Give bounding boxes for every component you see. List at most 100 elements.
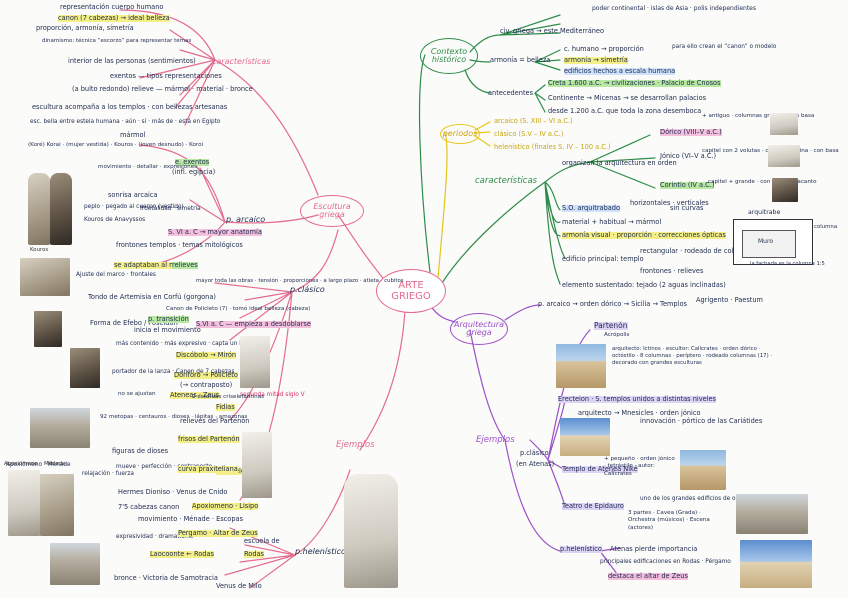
- esc-text-38: Ateneas · Zeus: [170, 391, 220, 399]
- branch-contexto: Contexto histórico: [420, 38, 478, 74]
- diagram-col-label: columna: [814, 224, 838, 230]
- arq-text-43: uno de los grandes edificios de ocio: [640, 496, 744, 502]
- branch-ejemplos-arquitectura: Ejemplos: [476, 435, 515, 445]
- link-ctx-1: [469, 14, 561, 53]
- apoxiomeno-photo: [8, 470, 40, 536]
- link-arq-arcaico: [504, 304, 541, 321]
- arq-text-39: Templo de Atenea Niké: [562, 465, 638, 473]
- esc-text-37: no se ajustan: [118, 391, 156, 397]
- discobolo-photo: [70, 348, 100, 388]
- arq-text-40: + pequeño · orden jónico · tetrástilo · …: [604, 456, 675, 477]
- parthenon-photo: [556, 344, 606, 388]
- arq-text-42: 3 partes · Cavea (Grada) · Orchestra (mú…: [628, 510, 710, 531]
- esc-text-2: canon (7 cabezas) → ideal belleza: [58, 14, 170, 22]
- arq-text-36: Erecteion · S. templos unidos a distinta…: [558, 395, 716, 403]
- diagram-title: arquitrabe: [748, 209, 781, 216]
- esc-text-25: Canon de Policleto (7) · tomó ideal bell…: [166, 306, 311, 312]
- arq-text-37: arquitecto → Mnesicles · orden jónico: [578, 409, 701, 417]
- arq-text-16: Dórico (VIII–V a.C.): [660, 128, 722, 136]
- column-diagram: Muro: [733, 219, 813, 265]
- branch-arquitectura-line1: Arquitectura: [454, 319, 504, 329]
- arq-text-3: c. humano → proporción: [564, 45, 644, 53]
- esc-text-14: movimiento · detallar · expresiones: [98, 164, 198, 170]
- esc-text-46: Hermes Dioniso · Venus de Cnido: [118, 488, 228, 496]
- link-p-helen-esc: [294, 469, 351, 556]
- arq-text-23: horizontales · verticales: [630, 199, 709, 207]
- esc-text-4: dinamismo: técnica “escorzo” para repres…: [42, 38, 192, 44]
- atenea-nike-photo: [680, 450, 726, 490]
- link-ejemplos-esc: [359, 310, 406, 451]
- esc-text-52: Apoxiómeno · Ménade: [6, 462, 71, 468]
- menade-photo: [40, 474, 74, 536]
- esc-text-60: Venus de Milo: [216, 582, 262, 590]
- esc-text-10: mármol: [120, 131, 146, 139]
- link-helen-list: [224, 527, 296, 589]
- relief-photo: [20, 258, 70, 296]
- branch-caracteristicas: características: [475, 176, 538, 186]
- frieze-photo: [30, 408, 90, 448]
- esc-text-22: relieves: [172, 261, 198, 269]
- link-periodos: [437, 132, 448, 279]
- arq-text-9: Continente → Micenas → se desarrollan pa…: [548, 94, 707, 102]
- esc-text-24: mayor toda las obras · tensión · proporc…: [196, 278, 404, 284]
- diagram-side-label: la fachada es la columna 1:5: [750, 261, 825, 267]
- arq-text-35: arquitecto: Ictinos · escultor: Calícrat…: [612, 346, 773, 366]
- arq-text-38: innovación · pórtico de las Cariátides: [640, 417, 763, 425]
- arq-text-29: frontones · relieves: [640, 267, 704, 275]
- center-node: ARTE GRIEGO: [376, 269, 446, 313]
- arq-text-30: elemento sustentado: tejado (2 aguas inc…: [562, 281, 726, 289]
- esc-text-55: Pergamo · Altar de Zeus: [178, 529, 258, 537]
- arq-text-4: armonía → simetría: [564, 56, 628, 64]
- node-p-helenistico-esc: p.helenístico: [295, 547, 346, 556]
- link-caracteristicas: [441, 181, 546, 284]
- arq-text-33: Partenón: [594, 321, 628, 330]
- arq-text-5: edificios hechos a escala humana: [564, 67, 676, 75]
- esc-text-58: Rodas: [244, 550, 264, 558]
- arq-text-8: Creta 1.600 a.C. → civilizaciones · Pala…: [548, 79, 721, 87]
- arq-text-24: sin curvas: [670, 204, 704, 212]
- arq-text-32: Agrigento · Paestum: [696, 296, 763, 304]
- esc-text-44: figuras de dioses: [112, 447, 169, 455]
- link-ctx-2: [469, 49, 561, 71]
- link-caract-list: [119, 9, 216, 126]
- branch-periodos: periodos: [440, 124, 480, 144]
- praxiteles-photo: [242, 432, 272, 498]
- esc-text-50: Apoxiomeno · Lisipo: [192, 502, 259, 510]
- branch-escultura: Escultura griega: [300, 195, 364, 227]
- venus-milo-photo: [344, 474, 398, 588]
- esc-text-53: relajación · fuerza: [82, 471, 134, 477]
- arq-text-2: poder continental · islas de Asia · poli…: [592, 5, 756, 12]
- esc-text-18: frontalidad · simetría: [140, 206, 201, 212]
- esc-text-26: Tondo de Artemisia en Corfú (gorgona): [88, 293, 216, 301]
- arq-text-6: armonía = belleza: [490, 56, 551, 64]
- esc-text-42: relieves del Partenón: [180, 417, 250, 425]
- arq-text-12: arcaico (S. XIII – VI a.C.): [494, 117, 573, 125]
- branch-arquitectura: Arquitectura griega: [450, 313, 508, 345]
- esc-text-30: S.VI a. C — empieza a desdoblarse: [196, 320, 311, 328]
- caption-kouros: Kouros: [30, 247, 49, 253]
- arq-text-22: S.O. arquitrabado: [562, 204, 621, 212]
- arq-text-14: helenístico (finales S. IV – 100 a.C.): [494, 143, 611, 151]
- arq-text-21: capitel + grande · con hojas de acanto: [708, 179, 817, 185]
- diagram-box-label: Muro: [758, 238, 773, 245]
- esc-text-33: Doríforo → Policleto: [174, 371, 238, 379]
- arq-text-45: Atenas pierde importancia: [610, 545, 698, 553]
- link-arq-ejemplos: [469, 329, 506, 441]
- kore-photo: [50, 173, 72, 245]
- arq-text-41: Teatro de Epidauro: [562, 502, 624, 510]
- esc-text-57: escuela de: [244, 537, 280, 545]
- arq-text-28: rectangular · rodeado de columnas: [640, 247, 756, 255]
- arq-text-20: Corintio (IV a.C.): [660, 181, 715, 189]
- branch-ejemplos-escultura: Ejemplos: [336, 440, 375, 450]
- node-p-arcaico: p. arcaico: [226, 215, 266, 224]
- arq-text-10: desde 1.200 a.C. que toda la zona desemb…: [548, 107, 702, 115]
- arq-text-47: destaca el altar de Zeus: [608, 572, 688, 580]
- esc-text-13: (infl. egipcia): [172, 168, 216, 176]
- corinthian-capital-photo: [772, 178, 798, 202]
- esc-text-47: mueve · perfección · contraposto: [116, 464, 213, 470]
- node-caracteristicas-esc: características: [212, 57, 271, 66]
- arq-text-17: + antiguo · columnas gruesas · sin basa: [702, 113, 815, 119]
- esc-text-31: más contenido · más expresivo · capta un…: [116, 341, 263, 347]
- caption-menade: Ménade: [44, 461, 66, 467]
